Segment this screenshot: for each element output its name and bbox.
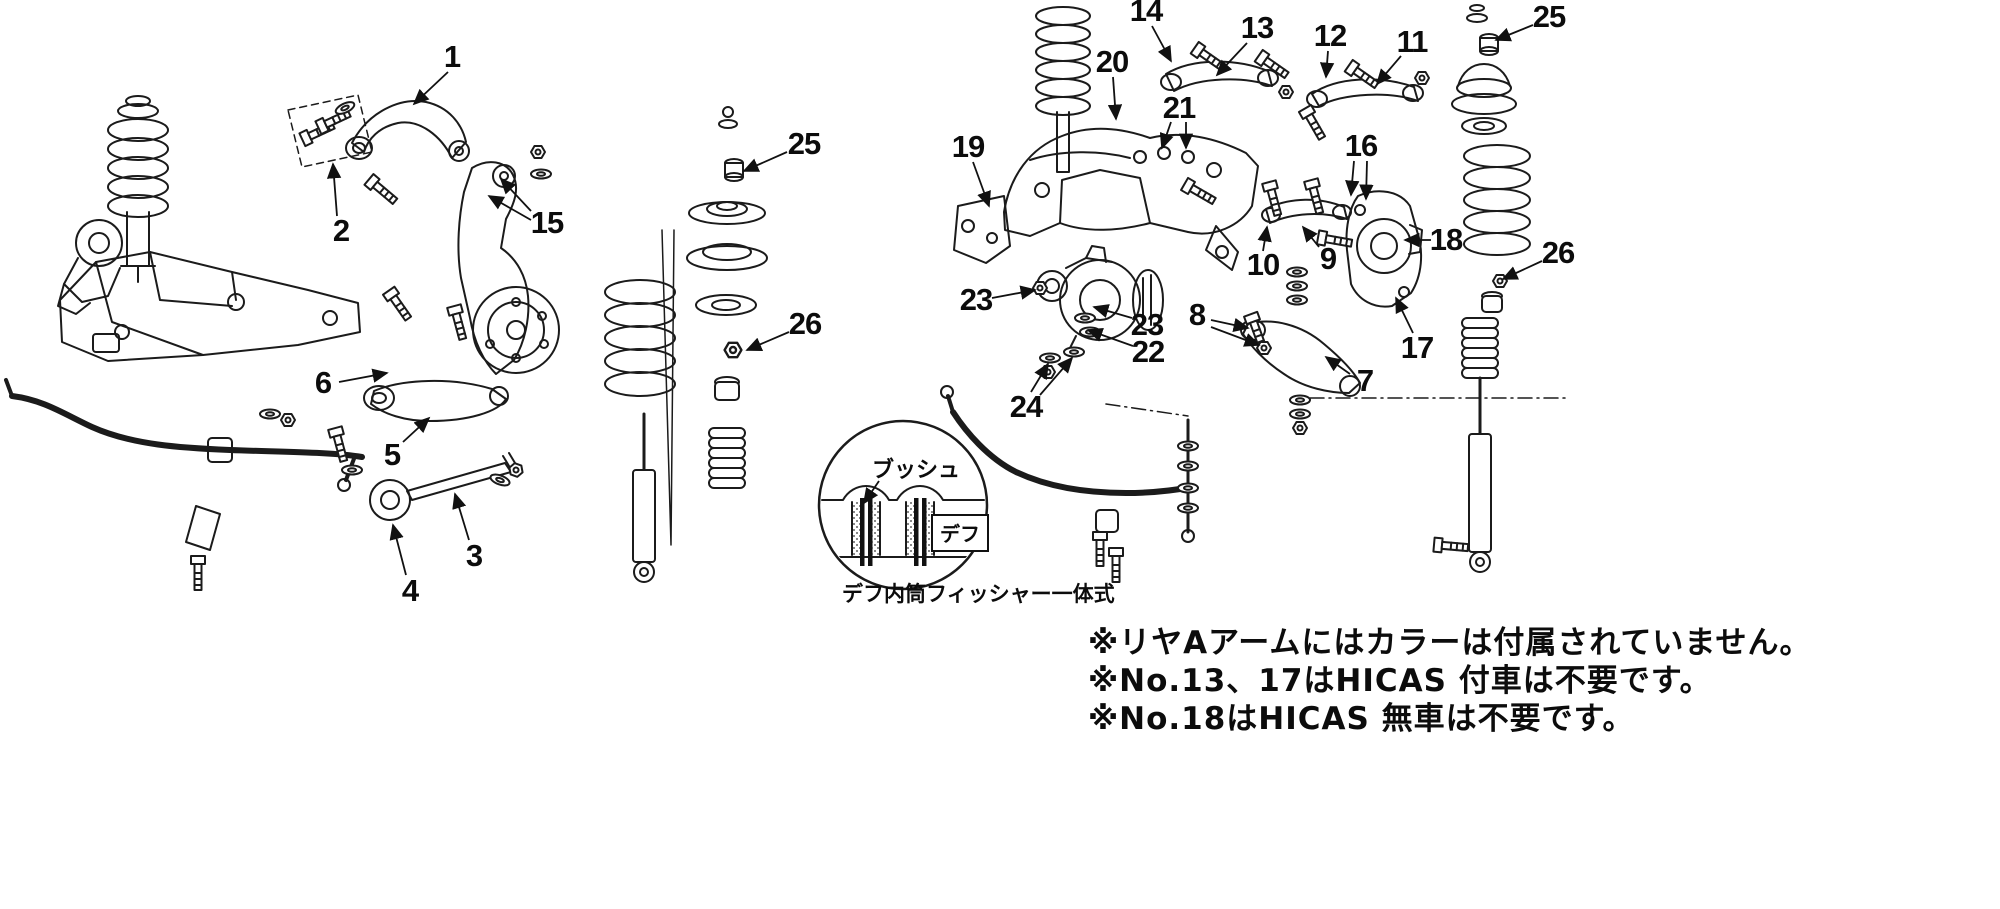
callout-24: 24 bbox=[1009, 389, 1043, 424]
callout-arrow bbox=[1039, 356, 1074, 396]
rear-top-mount-stack bbox=[1451, 4, 1517, 135]
kit-dashed-box bbox=[287, 94, 373, 168]
front-lower-arm bbox=[259, 380, 509, 427]
footnote-3: ※No.18はHICAS 無車は不要です。 bbox=[1088, 701, 1635, 737]
callout-arrow bbox=[499, 177, 532, 212]
callout-2: 2 bbox=[332, 213, 350, 248]
front-strut-assembly bbox=[107, 95, 169, 283]
inset-caption: デフ内筒フィッシャー一体式 bbox=[842, 582, 1115, 606]
rear-shock-right bbox=[1432, 274, 1508, 573]
callout-arrow bbox=[1501, 260, 1543, 280]
front-tension-rod bbox=[369, 452, 526, 521]
front-hub-carrier bbox=[57, 219, 123, 315]
callout-arrow bbox=[452, 492, 470, 541]
rear-upper-arm-13 bbox=[1160, 40, 1294, 99]
callout-15: 15 bbox=[530, 205, 564, 240]
callout-9: 9 bbox=[1319, 241, 1337, 276]
callout-4: 4 bbox=[401, 573, 419, 608]
callout-14: 14 bbox=[1129, 0, 1163, 28]
callout-17: 17 bbox=[1400, 330, 1434, 365]
callout-arrow bbox=[1375, 55, 1402, 86]
callout-arrow bbox=[1395, 296, 1414, 334]
front-upper-arm bbox=[287, 94, 470, 208]
callout-26: 26 bbox=[788, 306, 822, 341]
callout-arrow bbox=[1345, 160, 1360, 197]
callout-arrow bbox=[991, 285, 1037, 300]
callout-8: 8 bbox=[1188, 297, 1206, 332]
callout-arrow bbox=[1030, 362, 1049, 393]
callout-3: 3 bbox=[465, 538, 483, 573]
callout-19: 19 bbox=[951, 129, 985, 164]
footnotes: ※リヤAアームにはカラーは付属されていません。 ※No.13、17はHICAS … bbox=[1088, 624, 1811, 738]
rear-spring-right bbox=[1463, 144, 1531, 256]
callout-arrow bbox=[862, 480, 880, 505]
callout-arrow bbox=[1324, 355, 1351, 375]
callout-26: 26 bbox=[1541, 235, 1575, 270]
callout-arrow bbox=[412, 71, 449, 106]
callout-7: 7 bbox=[1356, 363, 1374, 398]
callout-arrow bbox=[1107, 76, 1123, 121]
callout-arrow bbox=[1494, 24, 1534, 42]
callout-arrow bbox=[1210, 326, 1261, 347]
callout-arrow bbox=[1086, 328, 1134, 347]
callout-arrow bbox=[745, 331, 790, 351]
callout-23: 23 bbox=[959, 282, 993, 317]
callout-arrow bbox=[338, 368, 389, 383]
callout-arrow bbox=[1301, 225, 1320, 248]
callout-13: 13 bbox=[1240, 10, 1274, 45]
callout-arrow bbox=[1159, 121, 1174, 150]
callout-1: 1 bbox=[443, 39, 461, 74]
callout-arrow bbox=[402, 416, 431, 443]
callout-21: 21 bbox=[1162, 90, 1196, 125]
front-knuckle-hub bbox=[381, 145, 560, 375]
callout-arrow bbox=[1215, 42, 1248, 77]
front-stabilizer-bar bbox=[4, 378, 365, 591]
callout-20: 20 bbox=[1095, 44, 1129, 79]
footnote-2: ※No.13、17はHICAS 付車は不要です。 bbox=[1088, 663, 1712, 699]
callout-16: 16 bbox=[1344, 128, 1378, 163]
callout-11: 11 bbox=[1396, 24, 1429, 59]
shock-absorber-exploded bbox=[604, 106, 768, 583]
callout-18: 18 bbox=[1429, 222, 1463, 257]
rear-upper-arm-11 bbox=[1297, 58, 1430, 143]
callout-arrow bbox=[326, 162, 342, 217]
callout-25: 25 bbox=[1532, 0, 1566, 34]
callout-22: 22 bbox=[1131, 334, 1165, 369]
callout-25: 25 bbox=[787, 126, 821, 161]
rear-subframe bbox=[953, 127, 1259, 271]
callout-10: 10 bbox=[1246, 247, 1280, 282]
callout-arrow bbox=[1092, 304, 1133, 319]
footnote-1: ※リヤAアームにはカラーは付属されていません。 bbox=[1088, 625, 1812, 661]
callout-arrow bbox=[1319, 50, 1335, 79]
rear-stabilizer-bar bbox=[940, 385, 1566, 583]
callout-arrow bbox=[487, 195, 532, 221]
callout-arrow bbox=[742, 151, 788, 172]
front-subframe bbox=[59, 251, 361, 362]
callout-arrow bbox=[1359, 160, 1374, 201]
inset-diff-label: デフ bbox=[931, 514, 989, 552]
callout-arrow bbox=[1210, 317, 1250, 332]
callout-12: 12 bbox=[1313, 18, 1347, 53]
callout-arrow bbox=[1151, 25, 1172, 63]
callout-6: 6 bbox=[314, 365, 332, 400]
rear-strut-spring-top bbox=[1035, 6, 1091, 173]
callout-arrow bbox=[972, 161, 991, 208]
inset-bush-label: ブッシュ bbox=[872, 458, 961, 483]
callout-23: 23 bbox=[1130, 307, 1164, 342]
callout-5: 5 bbox=[383, 437, 401, 472]
callout-arrow bbox=[1257, 225, 1272, 252]
callout-arrow bbox=[389, 523, 407, 576]
